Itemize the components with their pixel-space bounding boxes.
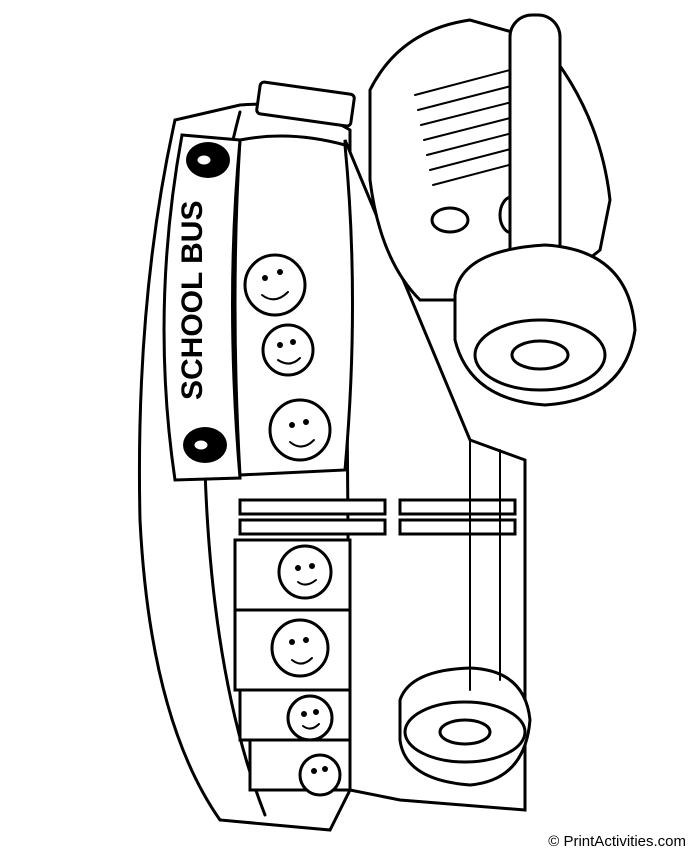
front-passengers xyxy=(243,253,332,462)
rear-hubcap xyxy=(438,718,492,746)
side-passengers xyxy=(270,544,342,797)
side-stripes xyxy=(238,498,517,536)
school-bus-sign-text: SCHOOL BUS xyxy=(176,201,209,400)
roof-light xyxy=(255,80,356,128)
sign-lights xyxy=(183,142,230,463)
headlight-left xyxy=(430,206,470,234)
grille xyxy=(414,69,529,186)
front-hubcap xyxy=(510,339,570,371)
copyright-credit: © PrintActivities.com xyxy=(548,833,686,850)
school-bus-sign xyxy=(162,133,242,482)
